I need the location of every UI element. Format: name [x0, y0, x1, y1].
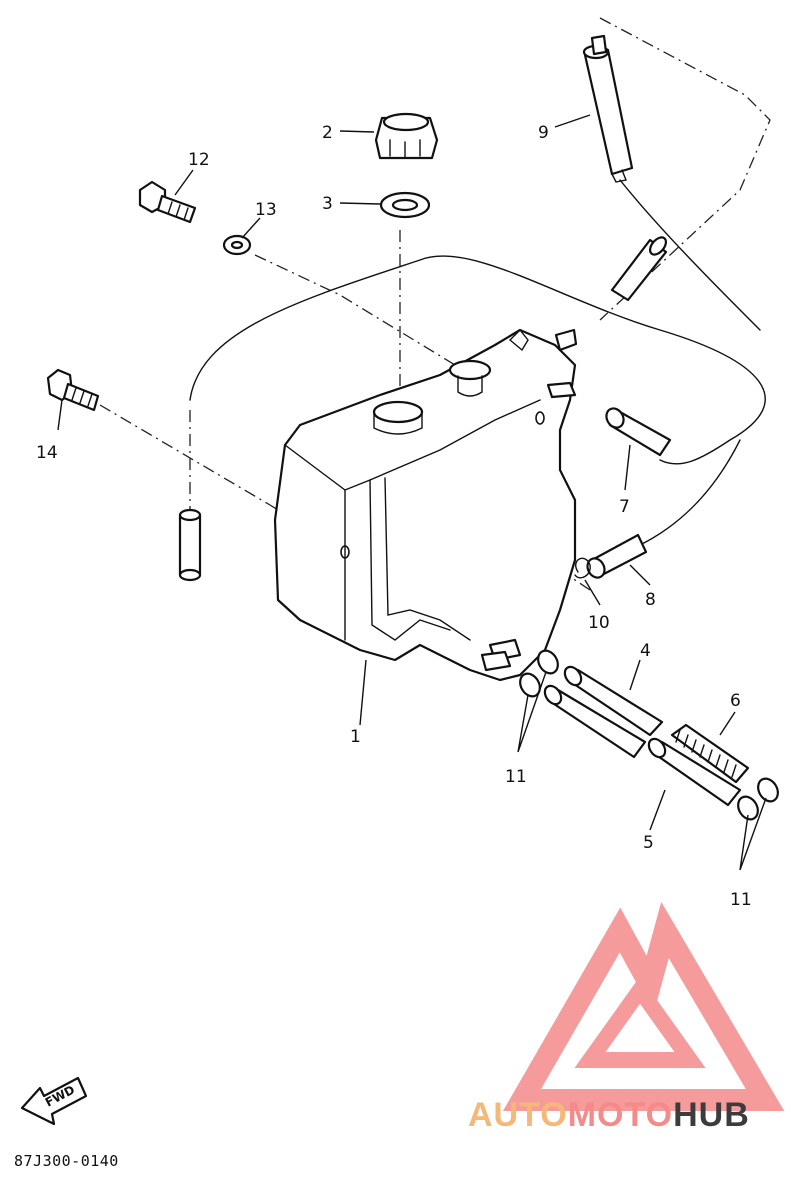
callout-labels: 1 2 3 4 5 6 7 8 9 10 11 11 12 13 14: [36, 123, 752, 910]
callout-13: 13: [255, 200, 277, 220]
callout-11-lower: 11: [730, 890, 752, 910]
watermark-logo: [502, 901, 785, 1111]
clamps-11-lower: [737, 777, 779, 821]
fwd-arrow: FWD: [20, 1076, 88, 1126]
callout-14: 14: [36, 443, 58, 463]
callout-11-upper: 11: [505, 767, 527, 787]
callout-5: 5: [643, 833, 654, 853]
bolt-12: [138, 180, 197, 224]
watermark-text: AUTOMOTOHUB: [468, 1096, 750, 1135]
clip-10: [574, 557, 591, 579]
gasket: [379, 191, 431, 219]
callout-12: 12: [188, 150, 210, 170]
hose-left: [178, 508, 202, 582]
leader-lines: [57, 114, 767, 871]
reference-code: 87J300-0140: [14, 1152, 119, 1170]
callout-2: 2: [322, 123, 333, 143]
callout-8: 8: [645, 590, 656, 610]
hose-4: [543, 665, 664, 759]
callout-3: 3: [322, 194, 333, 214]
callout-6: 6: [730, 691, 741, 711]
hose-8: [586, 533, 648, 579]
breather-hose-loop: [189, 179, 766, 546]
assembly-lines: [99, 17, 771, 591]
callout-4: 4: [640, 641, 651, 661]
spring-6: [670, 723, 750, 784]
bolt-14: [46, 368, 100, 412]
watermark-hub: HUB: [673, 1096, 750, 1134]
callout-7: 7: [619, 497, 630, 517]
washer-13: [222, 234, 252, 256]
oil-tank: [273, 328, 578, 682]
hose-5: [647, 737, 742, 807]
pipe-9: [582, 34, 634, 183]
callout-9: 9: [538, 123, 549, 143]
clamps-11-upper: [519, 649, 559, 698]
watermark-moto: MOTO: [567, 1096, 674, 1134]
hose-7: [605, 407, 672, 457]
hose-upper: [610, 236, 668, 302]
watermark-auto: AUTO: [468, 1096, 568, 1134]
callout-1: 1: [350, 727, 361, 747]
filler-cap: [374, 112, 439, 160]
callout-10: 10: [588, 613, 610, 633]
